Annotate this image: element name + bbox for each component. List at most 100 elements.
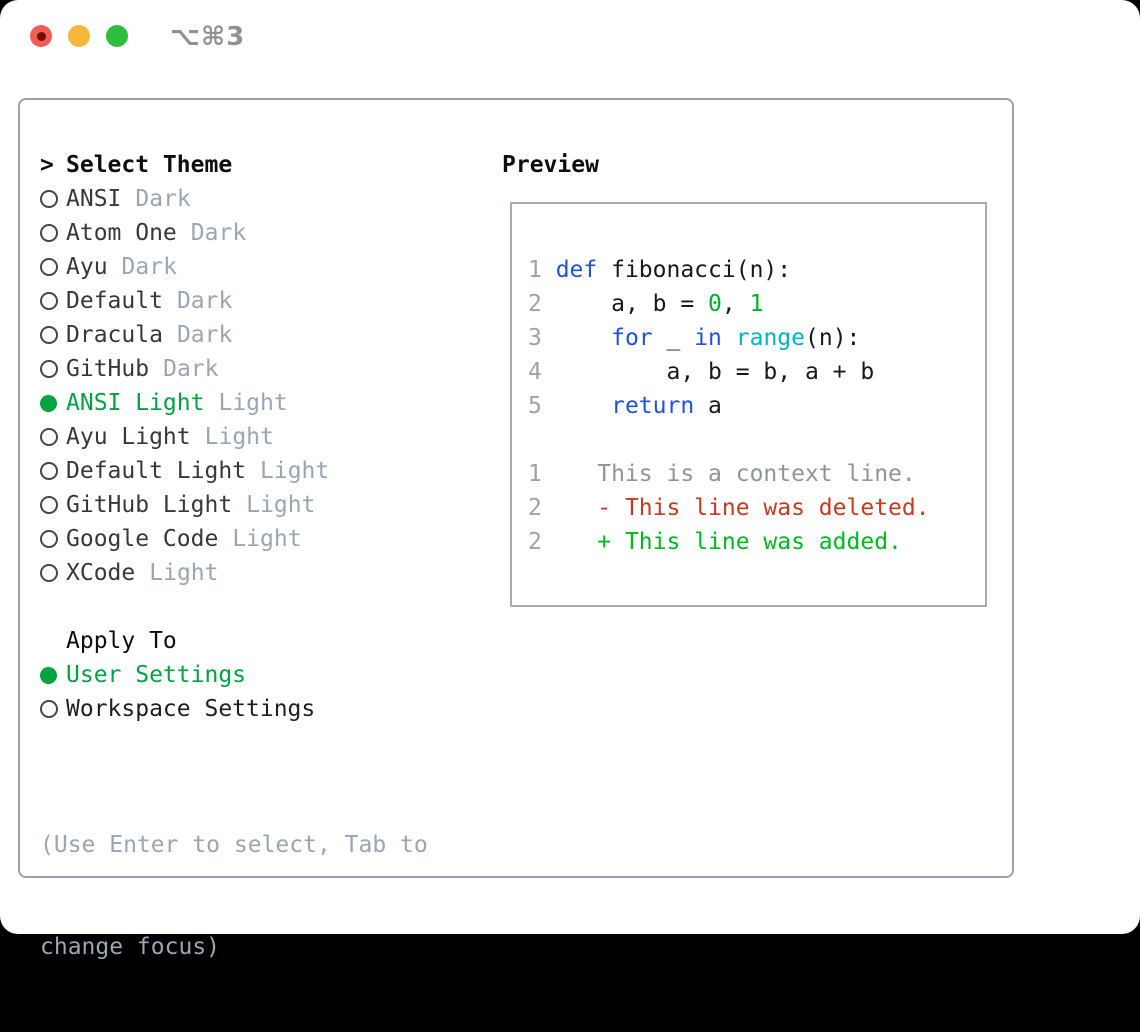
code-line: 4 a, b = b, a + b [528, 355, 985, 389]
theme-item-github-light[interactable]: GitHub Light Light [40, 488, 490, 522]
apply-option-user-settings-label: User Settings [66, 662, 247, 688]
code-token-add: + This line was added. [555, 529, 902, 555]
theme-variant-label: Light [204, 424, 274, 450]
theme-variant-label: Light [149, 560, 219, 586]
radio-unselected-icon [40, 190, 58, 208]
code-token-plain: a [694, 393, 722, 419]
traffic-lights [30, 25, 128, 47]
select-theme-label: Select Theme [66, 152, 233, 178]
theme-item-google-code[interactable]: Google Code Light [40, 522, 490, 556]
preview-title: Preview [502, 152, 599, 178]
theme-variant-label: Dark [190, 220, 247, 246]
code-token-plain [722, 325, 736, 351]
line-number: 1 [528, 257, 556, 283]
code-token-del: - This line was deleted. [555, 495, 930, 521]
code-line: 1 def fibonacci(n): [528, 253, 985, 287]
theme-item-default-light-label: Default Light [66, 458, 247, 484]
radio-unselected-icon [40, 428, 58, 446]
code-token-lit: 1 [749, 291, 764, 317]
theme-variant-label: Dark [135, 186, 191, 212]
radio-unselected-icon [40, 326, 58, 344]
code-token-kw: return [611, 393, 695, 419]
theme-variant-label: Dark [163, 356, 219, 382]
theme-item-github-light-label: GitHub Light [66, 492, 233, 518]
code-token-plain: a, b = b, a + b [555, 359, 875, 385]
theme-item-ayu-label: Ayu [66, 254, 108, 280]
code-token-plain [556, 393, 611, 419]
code-token-lit: 0 [708, 291, 722, 317]
zoom-button[interactable] [106, 25, 128, 47]
theme-variant-label: Light [232, 526, 302, 552]
theme-variant-label: Light [246, 492, 316, 518]
spacer [40, 726, 490, 760]
screenshot-root: { "window": { "title": "⌥⌘3", "traffic_l… [0, 0, 1140, 960]
radio-unselected-icon [40, 700, 58, 718]
code-line: 3 for _ in range(n): [528, 321, 985, 355]
theme-item-xcode[interactable]: XCode Light [40, 556, 490, 590]
code-token-ctx: This is a context line. [555, 461, 916, 487]
theme-item-dracula-label: Dracula [66, 322, 163, 348]
theme-item-ansi[interactable]: ANSI Dark [40, 182, 490, 216]
theme-item-xcode-label: XCode [66, 560, 136, 586]
theme-item-ansi-light-label: ANSI Light [66, 390, 205, 416]
radio-selected-icon [40, 666, 57, 684]
apply-to-header: Apply To [40, 624, 490, 658]
radio-unselected-icon [40, 292, 58, 310]
apply-option-workspace-settings[interactable]: Workspace Settings [40, 692, 490, 726]
radio-unselected-icon [40, 530, 58, 548]
window-title: ⌥⌘3 [170, 22, 246, 52]
radio-unselected-icon [40, 462, 58, 480]
code-line: 1 This is a context line. [528, 457, 985, 491]
code-line: 5 return a [528, 389, 985, 423]
select-theme-header: > Select Theme [40, 148, 490, 182]
theme-variant-label: Dark [176, 288, 233, 314]
code-token-plain: a, b = [555, 291, 709, 317]
theme-variant-label: Dark [121, 254, 177, 280]
minimize-button[interactable] [68, 25, 90, 47]
code-token-kw: for [611, 325, 653, 351]
theme-variant-label: Light [218, 390, 288, 416]
theme-item-default[interactable]: Default Dark [40, 284, 490, 318]
usage-hint-line-1: (Use Enter to select, Tab to [40, 832, 428, 858]
code-token-plain: fibonacci(n): [597, 257, 792, 283]
apply-option-user-settings[interactable]: User Settings [40, 658, 490, 692]
close-dot-icon [36, 31, 46, 41]
theme-item-ansi-label: ANSI [66, 186, 122, 212]
radio-unselected-icon [40, 258, 58, 276]
code-line: 2 + This line was added. [528, 525, 985, 559]
code-token-kw: in [694, 325, 722, 351]
radio-selected-icon [40, 394, 57, 412]
theme-item-google-code-label: Google Code [66, 526, 219, 552]
radio-unselected-icon [40, 496, 58, 514]
line-number: 2 [528, 495, 556, 521]
code-token-plain: , [721, 291, 750, 317]
line-number: 2 [528, 529, 556, 555]
radio-unselected-icon [40, 224, 58, 242]
code-line: 2 - This line was deleted. [528, 491, 985, 525]
code-token-fn: range [735, 325, 805, 351]
code-token-plain: _ [652, 325, 695, 351]
close-button[interactable] [30, 25, 52, 47]
theme-item-ayu[interactable]: Ayu Dark [40, 250, 490, 284]
apply-to-label: Apply To [66, 628, 177, 654]
usage-hint: (Use Enter to select, Tab to change focu… [40, 760, 490, 1032]
active-section-arrow-icon: > [40, 152, 54, 178]
line-number: 2 [528, 291, 556, 317]
code-line: 2 a, b = 0, 1 [528, 287, 985, 321]
line-number: 1 [528, 461, 556, 487]
code-blank-line [528, 423, 985, 457]
theme-item-default-label: Default [66, 288, 163, 314]
code-token-kw: def [555, 257, 598, 283]
usage-hint-line-2: change focus) [40, 934, 221, 960]
theme-item-ansi-light[interactable]: ANSI Light Light [40, 386, 490, 420]
